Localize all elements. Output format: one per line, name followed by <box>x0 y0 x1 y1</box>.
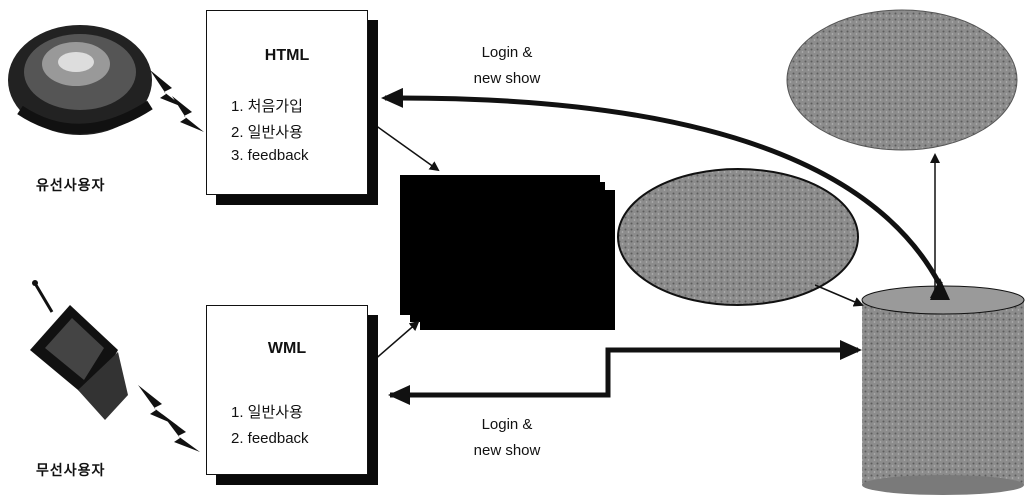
html-box-item-3: 3. feedback <box>231 147 309 164</box>
wml-box-item-2: 2. feedback <box>231 430 309 447</box>
arrow-bottom-label: Login & new show <box>452 412 562 464</box>
wireless-signal-icon <box>138 385 200 452</box>
arrow-top-curve <box>381 87 943 287</box>
wired-signal-icon <box>150 70 204 132</box>
arrow-bottom-label-line1: Login & <box>481 416 533 433</box>
arrow-bottom-label-line2: new show <box>473 442 541 459</box>
wml-box-title: WML <box>267 340 307 357</box>
processing-ellipse <box>617 168 859 306</box>
database-cylinder <box>861 285 1025 495</box>
html-box: HTML 1. 처음가입 2. 일반사용 3. feedback <box>206 10 368 195</box>
arrow-top-label-line2: new show <box>473 70 541 87</box>
wired-user-label: 유선사용자 <box>36 177 106 193</box>
wired-user-device-icon <box>8 25 153 135</box>
arrow-top-label: Login & new show <box>452 40 562 92</box>
html-box-title: HTML <box>264 47 310 64</box>
arrow-ellipse-to-database <box>814 284 864 307</box>
wml-box: WML 1. 일반사용 2. feedback <box>206 305 368 475</box>
server-block <box>400 175 615 330</box>
arrow-wml-to-server <box>371 320 420 363</box>
arrow-html-to-server <box>367 119 440 172</box>
external-ellipse <box>786 9 1018 151</box>
arrow-top-label-line1: Login & <box>481 44 533 61</box>
wml-box-item-1: 1. 일반사용 <box>231 404 303 421</box>
html-box-item-2: 2. 일반사용 <box>231 124 303 141</box>
arrow-bottom-stepped <box>390 340 862 398</box>
wireless-user-device-icon <box>30 280 128 420</box>
wireless-user-label: 무선사용자 <box>36 462 106 478</box>
html-box-item-1: 1. 처음가입 <box>231 98 303 115</box>
